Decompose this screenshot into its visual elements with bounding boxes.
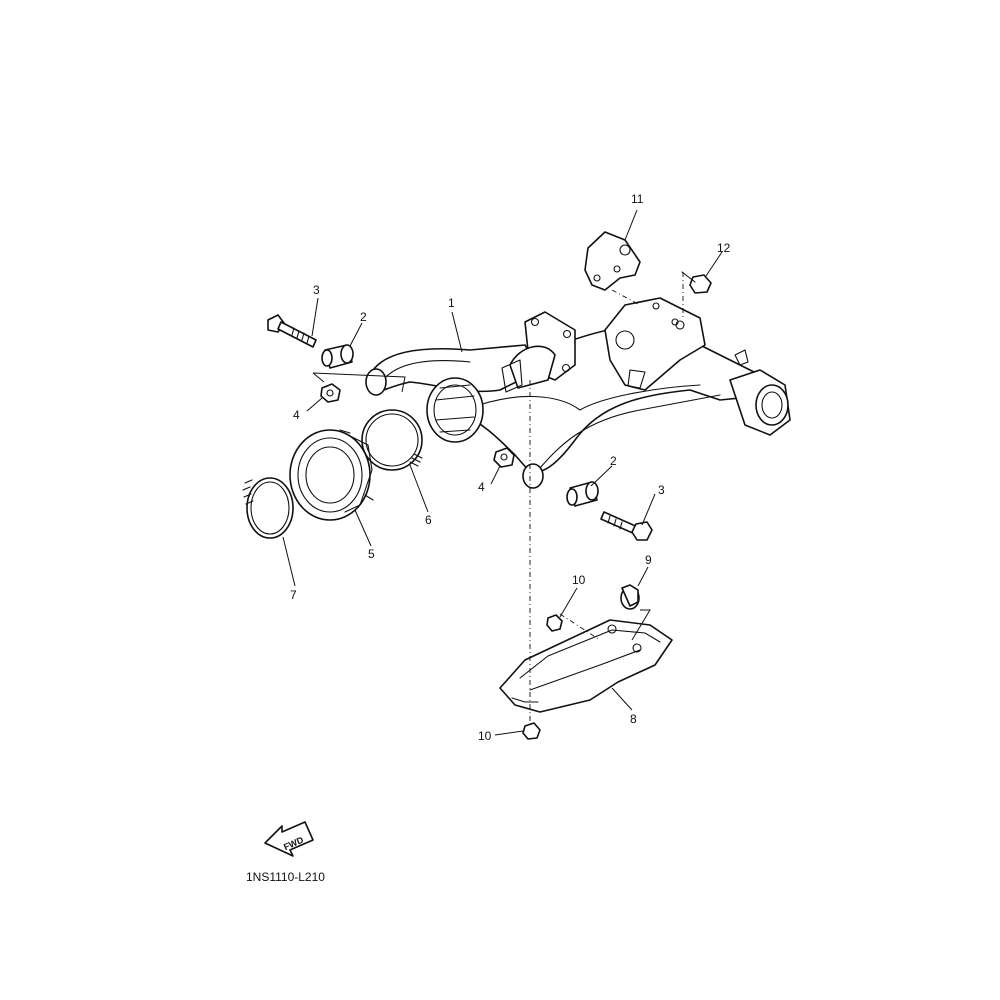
forward-direction-arrow: FWD	[264, 821, 314, 857]
callout-labels: 1 2 2 3 3 4 4 5 6 7 8 9 10 10 11 12	[290, 192, 731, 743]
swing-arm-frame	[365, 297, 791, 489]
bushing-2-left	[321, 344, 354, 369]
callout-12: 12	[717, 241, 731, 255]
boot-5	[289, 429, 374, 521]
guard-plate-8	[499, 619, 673, 713]
bolt-10-upper	[546, 614, 563, 632]
callout-2-right: 2	[610, 454, 617, 468]
bolt-3-left	[267, 314, 317, 348]
callout-9: 9	[645, 553, 652, 567]
callout-8: 8	[630, 712, 637, 726]
bolt-3-right	[600, 511, 653, 541]
callout-4-left: 4	[293, 408, 300, 422]
callout-3-right: 3	[658, 483, 665, 497]
callout-10-upper: 10	[572, 573, 586, 587]
callout-2-left: 2	[360, 310, 367, 324]
upper-bracket	[584, 231, 641, 291]
collar-9	[620, 584, 640, 610]
callout-1: 1	[448, 296, 455, 310]
callout-5: 5	[368, 547, 375, 561]
nut-4-right	[493, 447, 515, 468]
nut-4-left	[320, 383, 341, 403]
bolt-10-lower	[522, 722, 541, 740]
callout-6: 6	[425, 513, 432, 527]
callout-3-left: 3	[313, 283, 320, 297]
callout-11: 11	[631, 192, 644, 206]
callout-7: 7	[290, 588, 297, 602]
clamp-ring-6	[361, 409, 423, 471]
diagram-code: 1NS1110-L210	[246, 870, 325, 884]
alignment-lines	[529, 272, 684, 725]
leader-lines	[282, 209, 723, 736]
bolt-12	[681, 271, 712, 294]
band-clamp-7	[242, 477, 294, 539]
callout-4-right: 4	[478, 480, 485, 494]
bushing-2-right	[566, 481, 599, 507]
callout-10-lower: 10	[478, 729, 492, 743]
